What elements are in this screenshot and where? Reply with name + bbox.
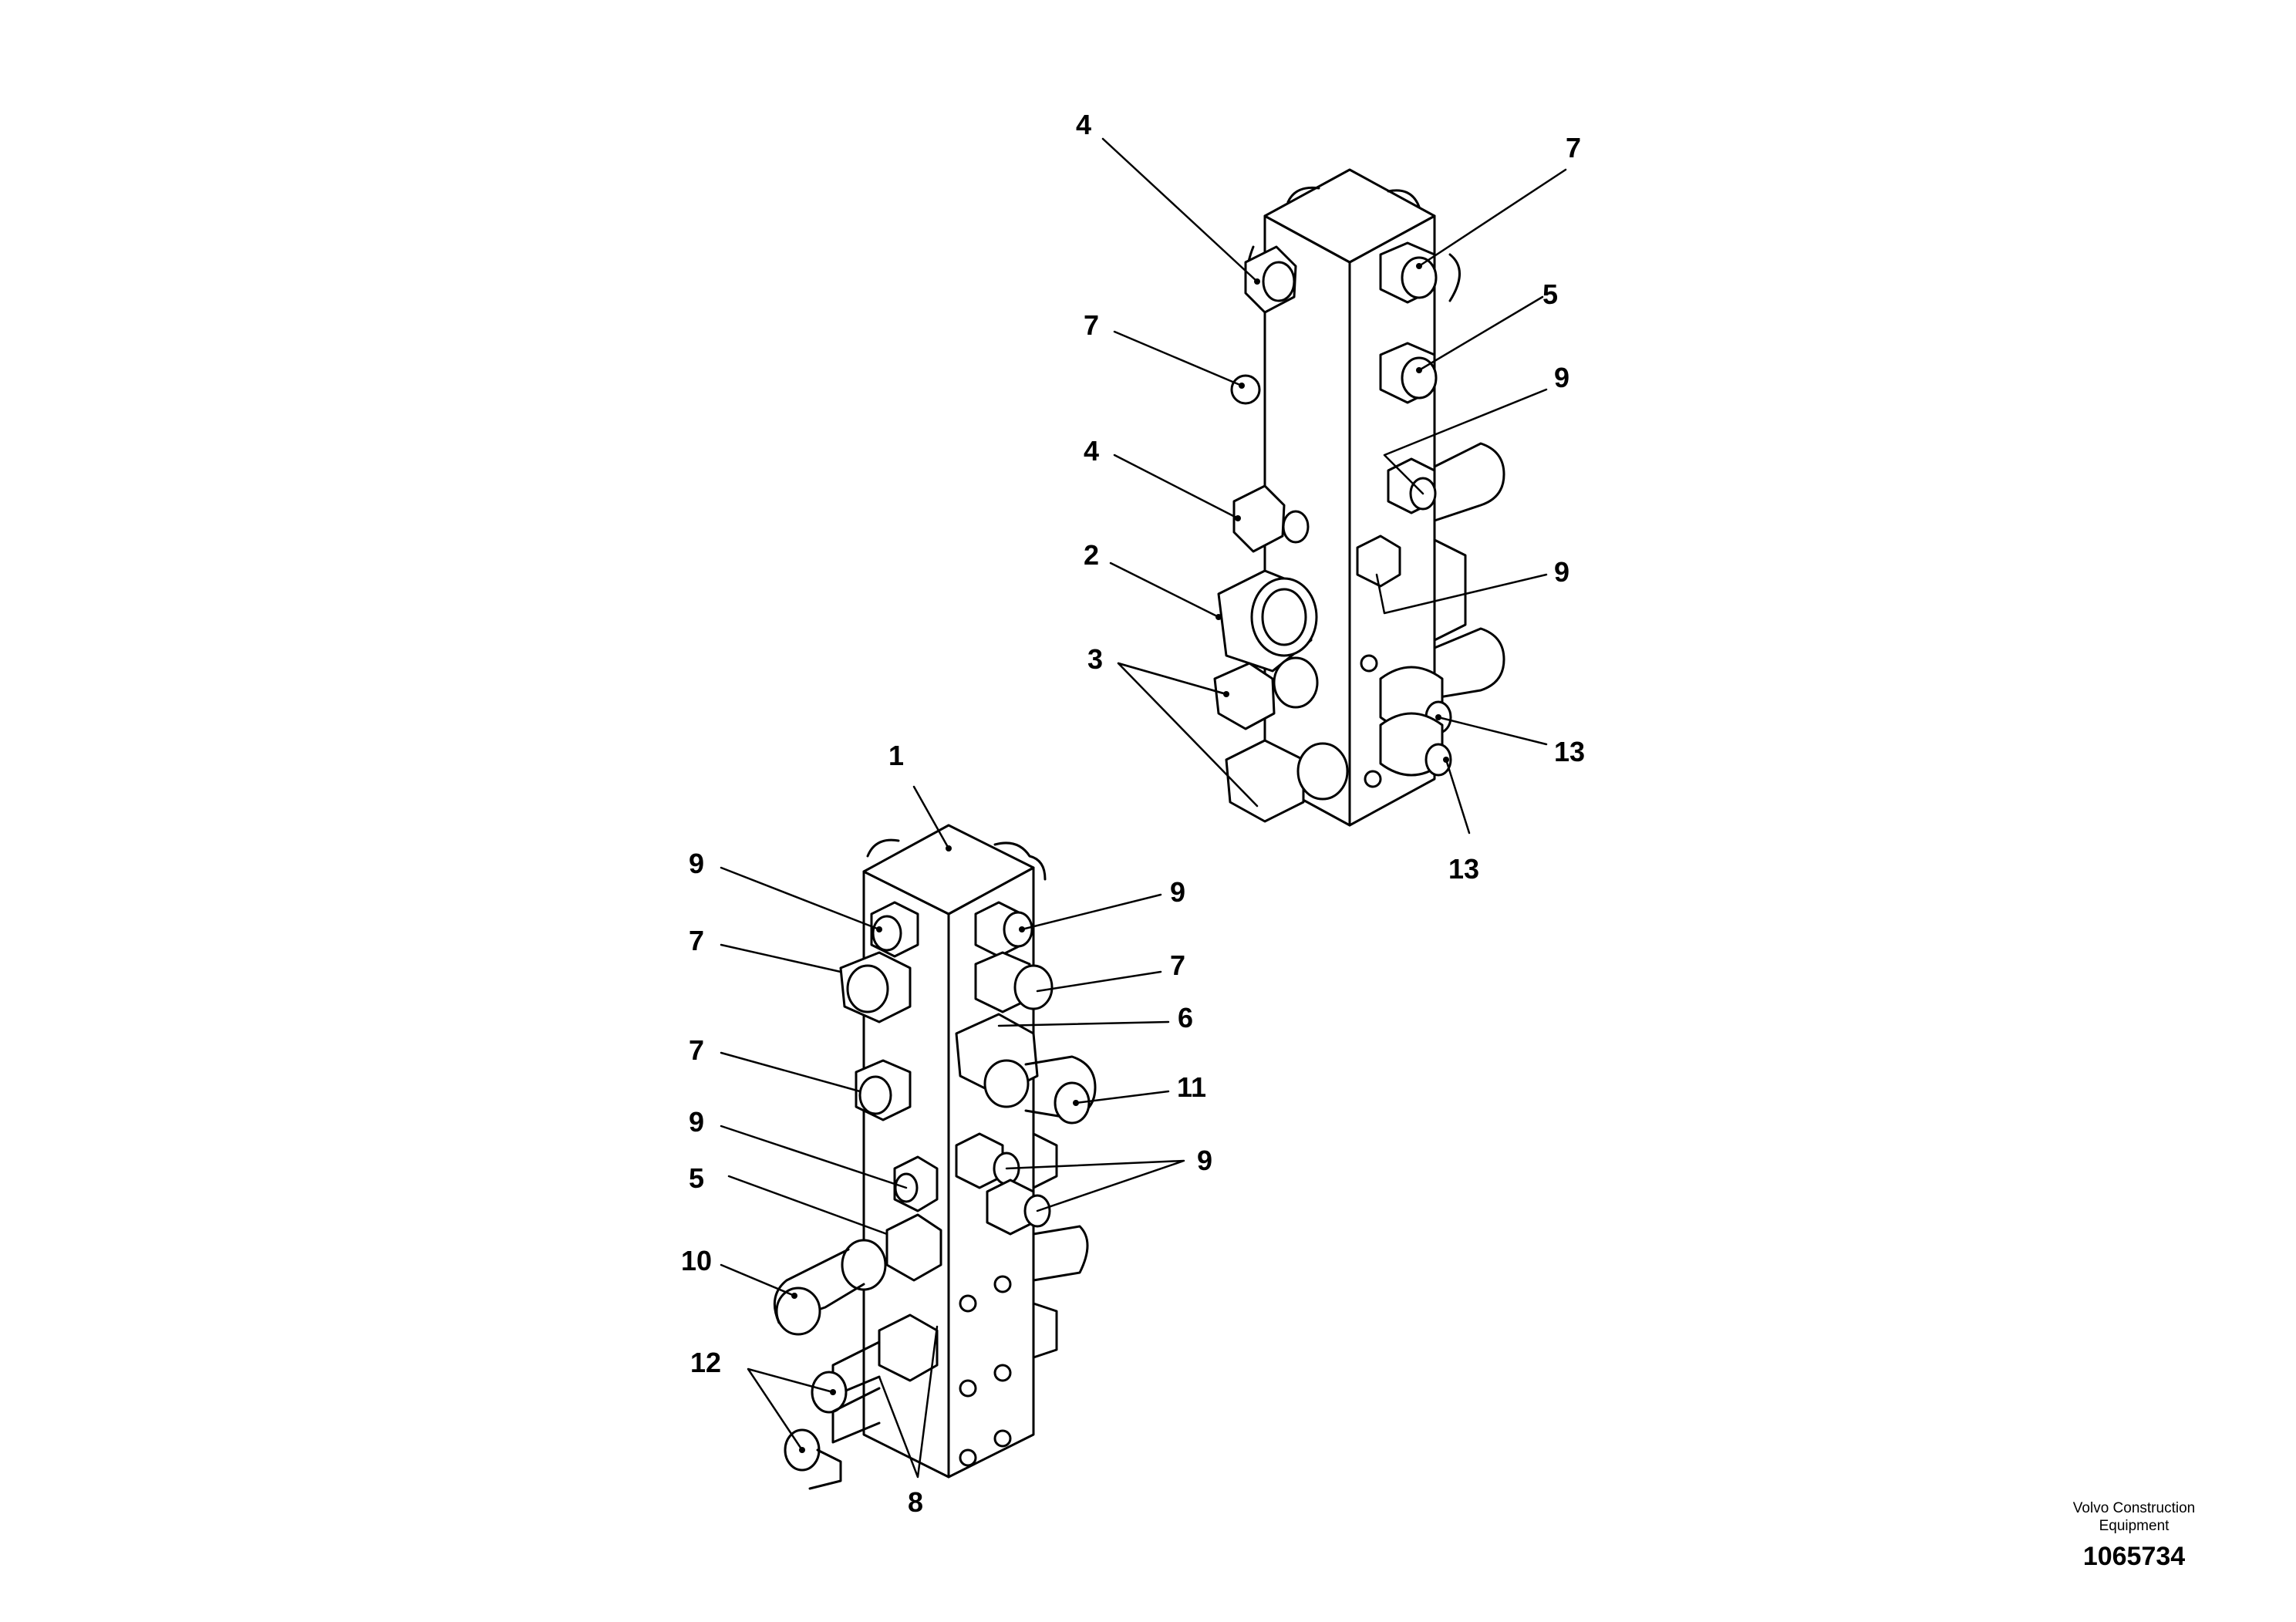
drawing-title-block: Volvo Construction Equipment 1065734 — [2041, 1499, 2227, 1573]
drawing-number: 1065734 — [2082, 1542, 2186, 1571]
callout-label: 2 — [1083, 539, 1100, 571]
callout-label: 9 — [1169, 876, 1186, 908]
callout-label: 3 — [1087, 643, 1104, 675]
lower-left-fittings — [773, 901, 942, 1490]
callout-label: 7 — [1169, 949, 1186, 981]
callout-label: 11 — [1176, 1071, 1207, 1103]
lower-right-fittings — [955, 901, 1097, 1467]
lower-valve-block — [773, 824, 1097, 1490]
callout-label: 9 — [688, 848, 705, 879]
callout-label: 13 — [1448, 853, 1480, 885]
callout-label: 1 — [888, 740, 905, 771]
callout-label: 4 — [1075, 109, 1092, 140]
upper-valve-block — [1213, 168, 1505, 827]
callout-dots — [791, 263, 1449, 1453]
callout-label: 4 — [1083, 435, 1100, 467]
callout-label: 7 — [1565, 132, 1582, 164]
callout-label: 7 — [688, 925, 705, 956]
callout-label: 7 — [688, 1034, 705, 1066]
callout-label: 13 — [1553, 736, 1586, 767]
company-name-line2: Equipment — [2099, 1518, 2170, 1535]
upper-left-fittings — [1213, 245, 1349, 823]
upper-right-fittings — [1356, 241, 1505, 788]
callout-label: 9 — [1196, 1145, 1213, 1176]
callout-label: 6 — [1177, 1002, 1194, 1034]
company-name-line1: Volvo Construction — [2072, 1499, 2196, 1516]
callout-label: 8 — [907, 1486, 924, 1518]
callout-label: 9 — [1553, 362, 1570, 393]
callout-label: 9 — [1553, 556, 1570, 588]
callout-label: 7 — [1083, 309, 1100, 341]
leader-lines — [720, 137, 1567, 1479]
callout-label: 5 — [1542, 278, 1559, 310]
callout-label: 9 — [688, 1106, 705, 1138]
callout-label: 5 — [688, 1162, 705, 1194]
callout-label: 10 — [680, 1245, 713, 1276]
callout-label: 12 — [689, 1347, 722, 1378]
